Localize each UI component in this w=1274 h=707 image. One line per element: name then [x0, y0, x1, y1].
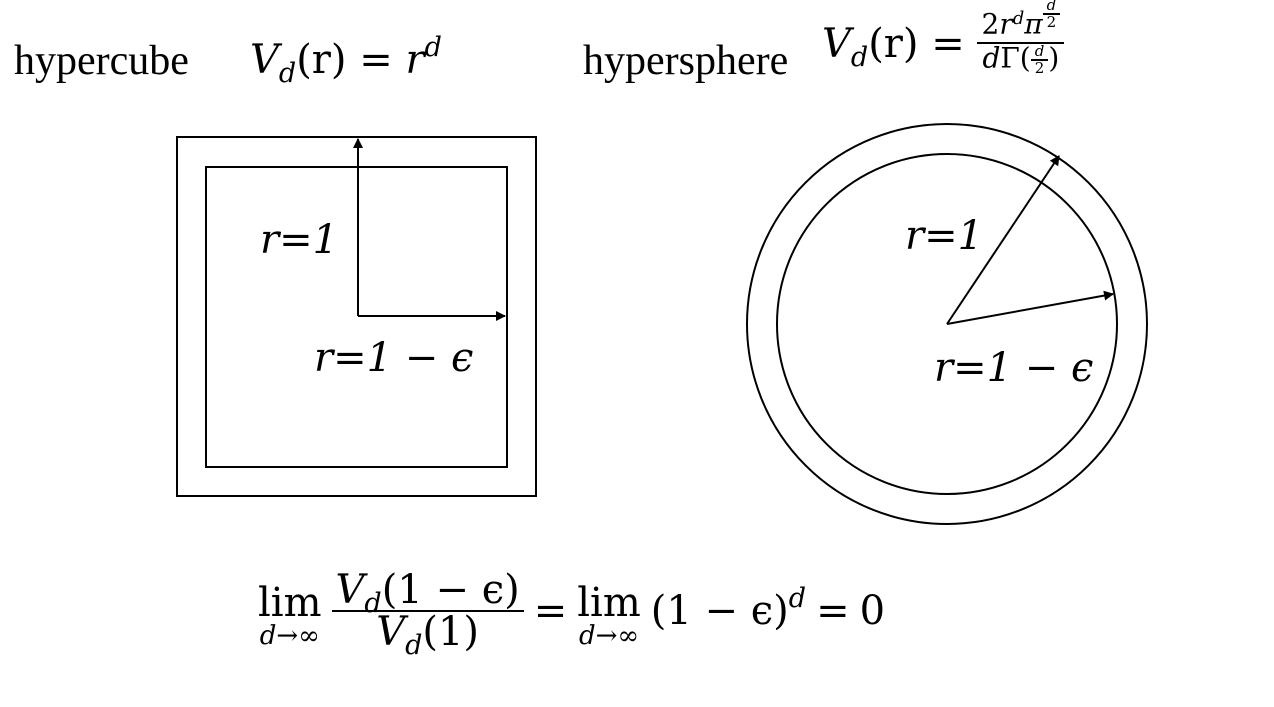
limit-operator-2: lim d→∞	[577, 580, 641, 651]
circle-inner-radius-label: r=1 − ϵ	[934, 345, 1094, 391]
hypercube-formula: Vd(r) = rd	[250, 32, 442, 89]
square-outer-radius-label: r=1	[260, 217, 339, 263]
inner-square	[205, 166, 508, 468]
outer-square	[176, 136, 537, 497]
volume-ratio-fraction: Vd(1 − ϵ) Vd(1)	[331, 570, 524, 659]
limit-operator: lim d→∞	[258, 580, 322, 651]
circle-outer-radius-arrow	[946, 155, 1060, 325]
hypersphere-label: hypersphere	[583, 38, 789, 84]
hypercube-label: hypercube	[14, 38, 189, 84]
inner-circle	[776, 153, 1118, 495]
limit-result: 0	[859, 588, 886, 634]
circle-outer-radius-label: r=1	[905, 213, 984, 259]
limit-equation: lim d→∞ Vd(1 − ϵ) Vd(1) = lim d→∞ (1 − ϵ…	[258, 567, 886, 661]
outer-circle	[746, 123, 1148, 525]
square-inner-radius-label: r=1 − ϵ	[314, 335, 474, 381]
limit-power-term: (1 − ϵ)d	[650, 583, 807, 634]
circle-inner-radius-arrow	[946, 290, 1114, 325]
